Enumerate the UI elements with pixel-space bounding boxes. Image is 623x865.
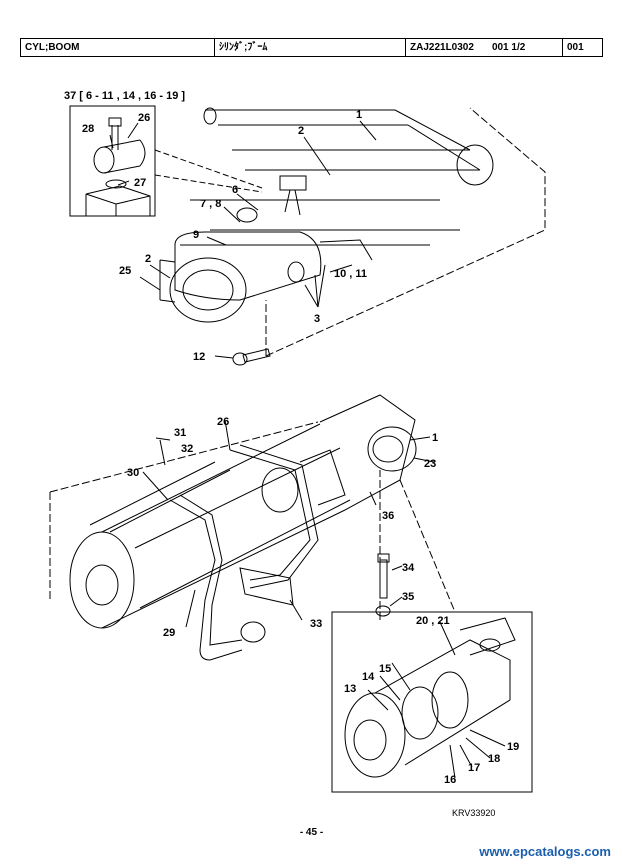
part-label: 1 [432, 432, 438, 444]
part-label: 30 [127, 467, 139, 479]
part-label: 9 [193, 229, 199, 241]
part-label: 26 [138, 112, 150, 124]
cross-section-box [331, 611, 533, 793]
part-label: 7 , 8 [200, 198, 221, 210]
part-label: 3 [314, 313, 320, 325]
cross-section-detail [344, 617, 516, 778]
part-label: 2 [298, 125, 304, 137]
part-label: 12 [193, 351, 205, 363]
section-cell: 001 [567, 42, 584, 53]
catalog-number: ZAJ221L0302 [410, 42, 474, 53]
bolt-34 [375, 553, 391, 617]
part-label: 32 [181, 443, 193, 455]
part-label: 15 [379, 663, 391, 675]
section-frame [265, 107, 546, 357]
page-ref: 001 1/2 [491, 42, 526, 53]
part-label: 23 [424, 458, 436, 470]
catalog-cell: ZAJ221L0302 001 1/2 [406, 39, 563, 56]
part-label: 26 [217, 416, 229, 428]
part-label: 16 [444, 774, 456, 786]
page-number: - 45 - [299, 827, 324, 838]
part-code-cell: CYL;BOOM [21, 39, 215, 56]
part-label: 2 [145, 253, 151, 265]
leaders-lower [142, 419, 506, 779]
section-frame-lower [49, 421, 456, 620]
drawing-reference: KRV33920 [452, 808, 496, 818]
part-label: 33 [310, 618, 322, 630]
callout-group-label: 37 [ 6 - 11 , 14 , 16 - 19 ] [64, 90, 185, 102]
part-label: 6 [232, 184, 238, 196]
cylinder-tube [180, 107, 494, 246]
part-label: 34 [402, 562, 415, 574]
part-label: 17 [468, 762, 480, 774]
part-name-cell: ｼﾘﾝﾀﾞ;ﾌﾞｰﾑ [215, 39, 406, 56]
bolt-12 [232, 348, 271, 366]
part-label: 36 [382, 510, 394, 522]
part-label: 14 [362, 671, 375, 683]
part-label: 27 [134, 177, 146, 189]
detail-inset-box [69, 105, 156, 217]
watermark-link[interactable]: www.epcatalogs.com [479, 844, 611, 859]
part-label: 10 , 11 [334, 268, 367, 280]
part-label: 1 [356, 109, 362, 121]
inset-leader [154, 149, 263, 193]
part-label: 18 [488, 753, 500, 765]
part-label: 20 , 21 [416, 615, 450, 627]
inset-detail [85, 117, 151, 216]
part-label: 29 [163, 627, 175, 639]
part-label: 13 [344, 683, 356, 695]
part-label: 35 [402, 591, 414, 603]
leaders-upper [109, 120, 377, 359]
header-table: CYL;BOOM ｼﾘﾝﾀﾞ;ﾌﾞｰﾑ ZAJ221L0302 001 1/2 0… [20, 38, 603, 57]
rod-cover [159, 175, 373, 323]
part-label: 28 [82, 123, 94, 135]
cylinder-head [69, 394, 417, 629]
part-label: 25 [119, 265, 131, 277]
part-label: 19 [507, 741, 519, 753]
pipe-assembly [155, 437, 319, 661]
part-label: 31 [174, 427, 186, 439]
